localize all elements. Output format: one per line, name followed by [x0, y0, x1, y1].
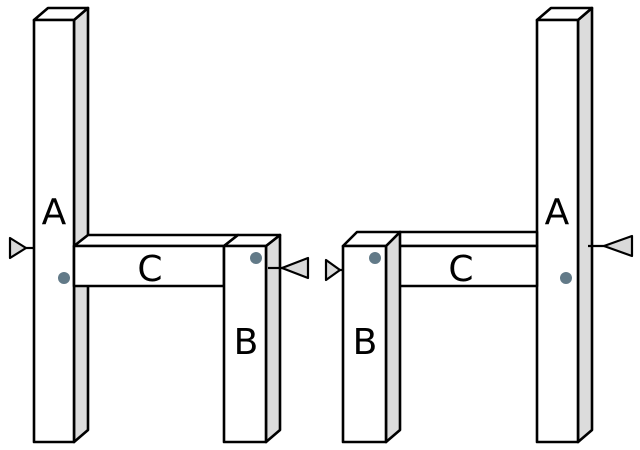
right-label-b: B — [353, 322, 378, 363]
left-label-b: B — [234, 322, 259, 363]
left-post-b — [222, 233, 282, 444]
left-nozzle-a — [8, 236, 34, 260]
left-post-a-side — [72, 6, 90, 444]
right-assembly: A C B — [324, 6, 634, 444]
left-label-c: C — [137, 249, 162, 290]
left-post-a-front — [32, 18, 76, 444]
right-post-b-side — [384, 230, 402, 444]
left-post-b-side — [264, 233, 282, 444]
left-assembly: A C B — [8, 6, 310, 444]
right-label-c: C — [448, 249, 473, 290]
left-post-a — [32, 6, 90, 444]
right-label-a: A — [545, 192, 570, 233]
right-beam-c — [384, 230, 539, 288]
right-pin-a — [560, 272, 572, 284]
left-beam-c-front — [72, 244, 226, 288]
left-nozzle-b — [268, 256, 310, 280]
right-beam-c-front — [384, 244, 539, 288]
right-post-a-side — [576, 6, 594, 444]
left-pin-b — [250, 252, 262, 264]
left-beam-c — [72, 233, 240, 288]
left-pin-a — [58, 272, 70, 284]
left-beam-c-top — [72, 233, 240, 248]
right-nozzle-a — [588, 234, 634, 258]
right-pin-b — [369, 252, 381, 264]
right-post-b — [341, 230, 402, 444]
right-nozzle-b — [324, 258, 343, 282]
right-post-b-front — [341, 244, 388, 444]
left-post-b-front — [222, 244, 268, 444]
right-beam-c-top — [384, 230, 539, 248]
left-label-a: A — [42, 192, 67, 233]
